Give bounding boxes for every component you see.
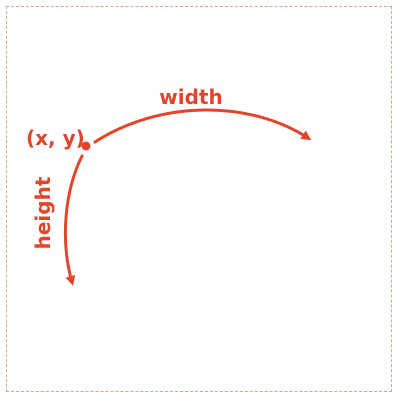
- height-label: height: [31, 176, 55, 249]
- width-arrow: [93, 108, 312, 144]
- width-label: width: [159, 85, 222, 109]
- canvas-frame: [6, 6, 392, 392]
- origin-point: [81, 141, 91, 151]
- height-arrow: [63, 154, 84, 286]
- origin-label: (x, y): [26, 126, 85, 150]
